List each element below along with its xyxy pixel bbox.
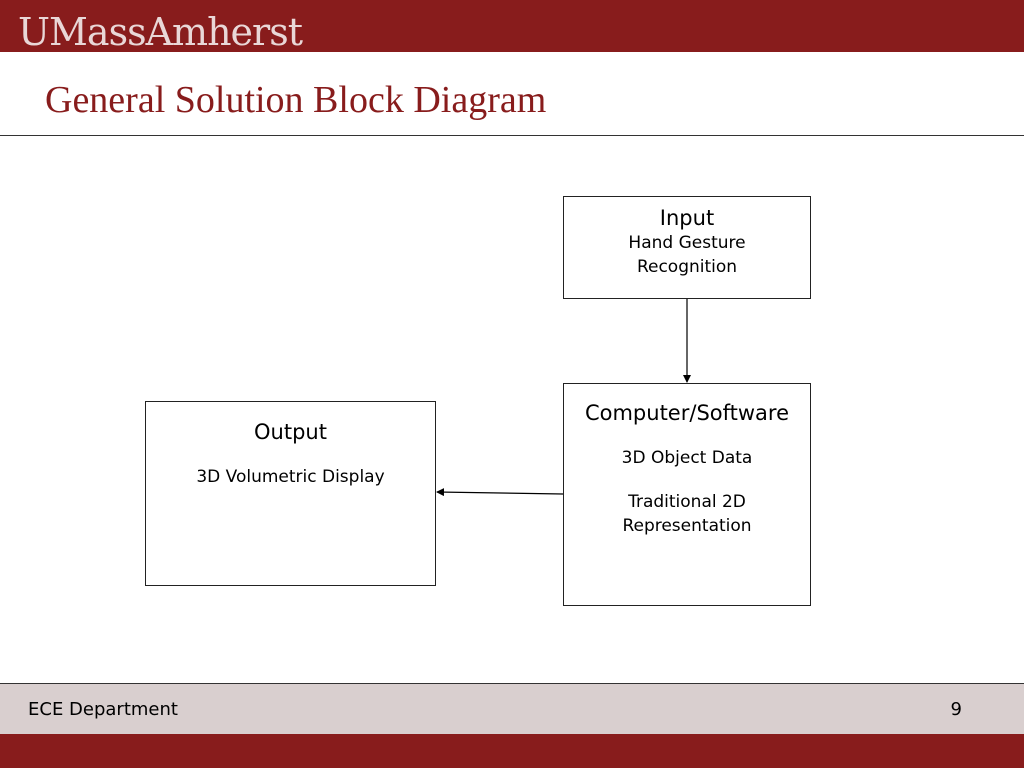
bottom-brand-bar	[0, 734, 1024, 768]
title-band: General Solution Block Diagram	[0, 52, 1024, 136]
output-block-detail: 3D Volumetric Display	[196, 467, 385, 487]
slide-page-number: 9	[950, 699, 962, 720]
input-block-line-1: Hand Gesture	[628, 233, 746, 253]
computer-software-block: Computer/Software 3D Object Data Traditi…	[563, 383, 811, 606]
output-block: Output 3D Volumetric Display	[145, 401, 436, 586]
input-block-heading: Input	[659, 206, 715, 230]
output-block-heading: Output	[254, 420, 327, 444]
page-title: General Solution Block Diagram	[45, 79, 547, 121]
arrow-computer-to-output	[436, 488, 564, 497]
top-brand-bar: UMassAmherst	[0, 0, 1024, 52]
computer-block-line-2: Representation	[622, 516, 752, 536]
computer-block-line-1: Traditional 2D	[628, 492, 746, 512]
footer-department: ECE Department	[28, 699, 178, 720]
umass-amherst-logo: UMassAmherst	[18, 10, 303, 52]
input-block-line-2: Recognition	[636, 257, 738, 277]
input-block: Input Hand Gesture Recognition	[563, 196, 811, 299]
computer-block-heading: Computer/Software	[584, 401, 790, 425]
footer-band: ECE Department 9	[0, 683, 1024, 734]
computer-block-object-data: 3D Object Data	[621, 448, 753, 468]
